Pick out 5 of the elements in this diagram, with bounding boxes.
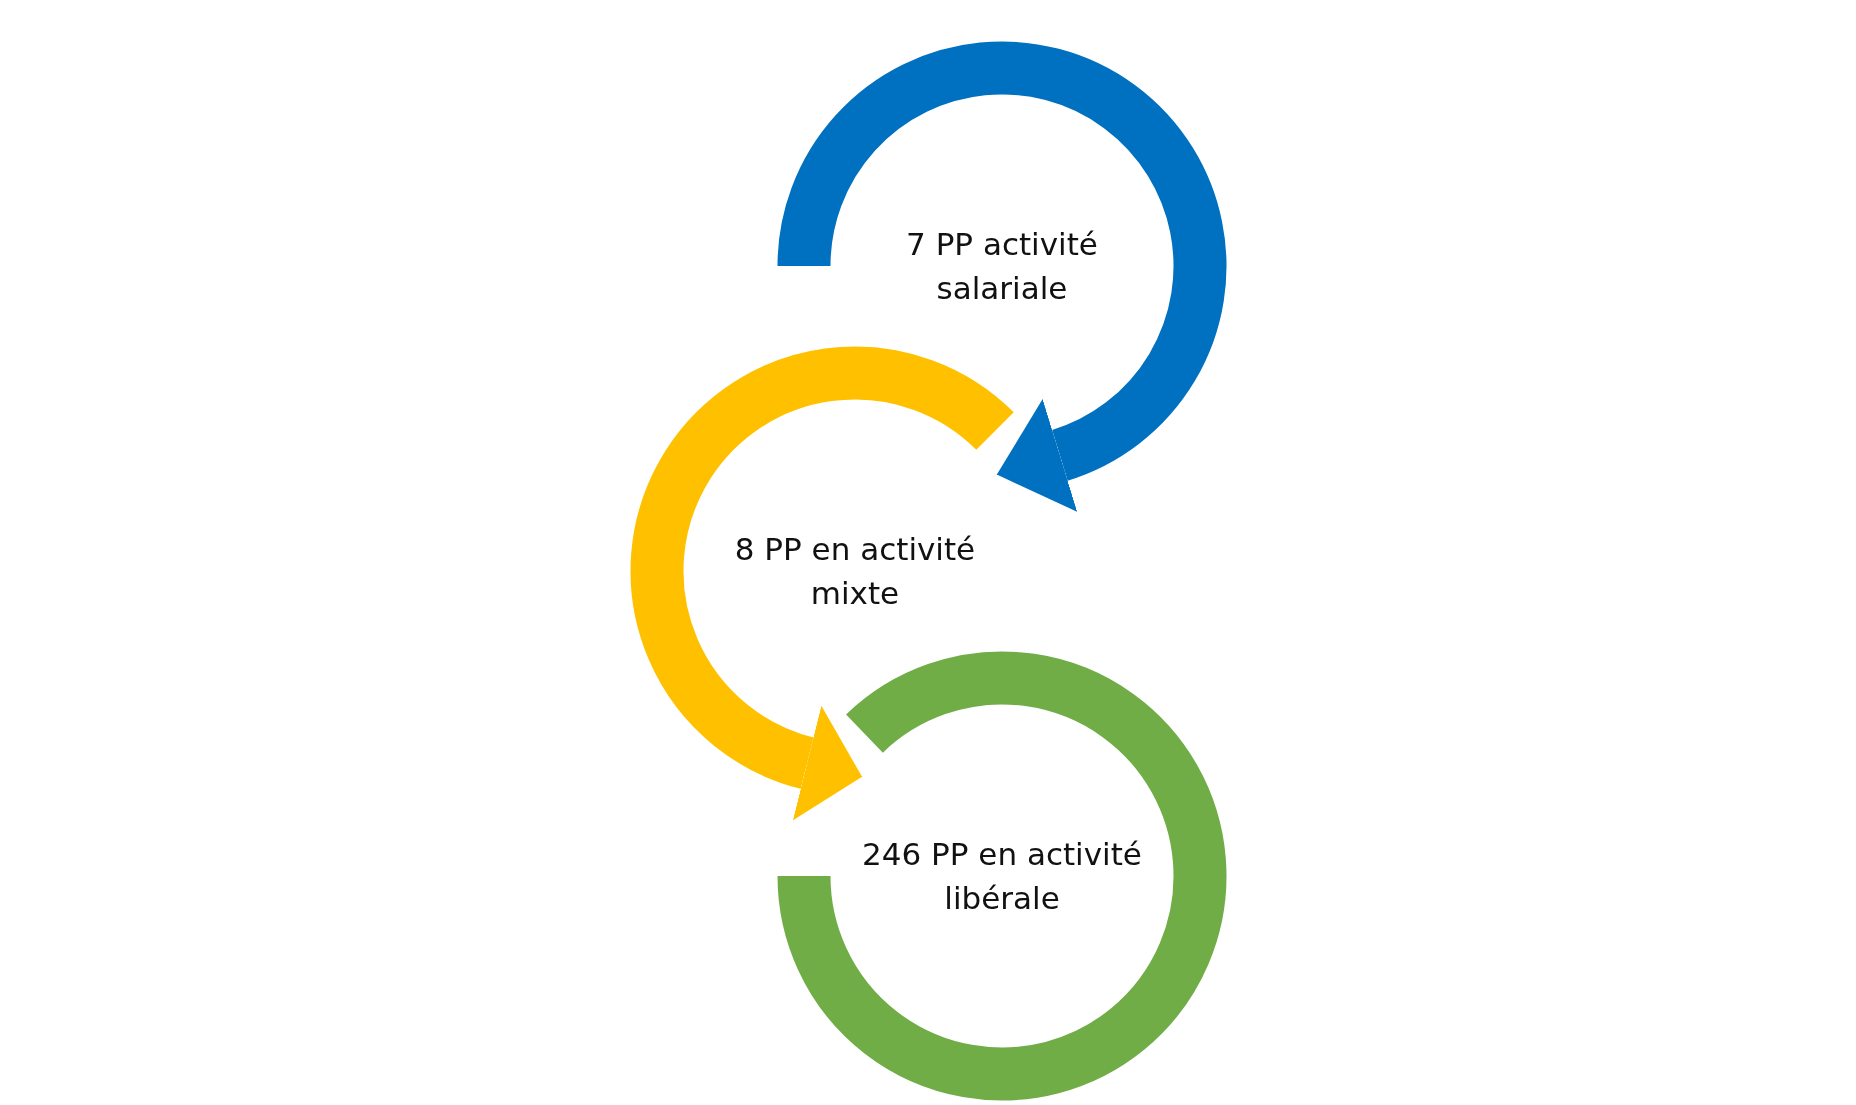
arrow [996,398,1078,512]
node-label: 8 PP en activité mixte [733,530,977,613]
arrow [792,705,863,821]
node-label: 7 PP activité salariale [905,225,1099,308]
node-label: 246 PP en activité libérale [861,835,1143,918]
